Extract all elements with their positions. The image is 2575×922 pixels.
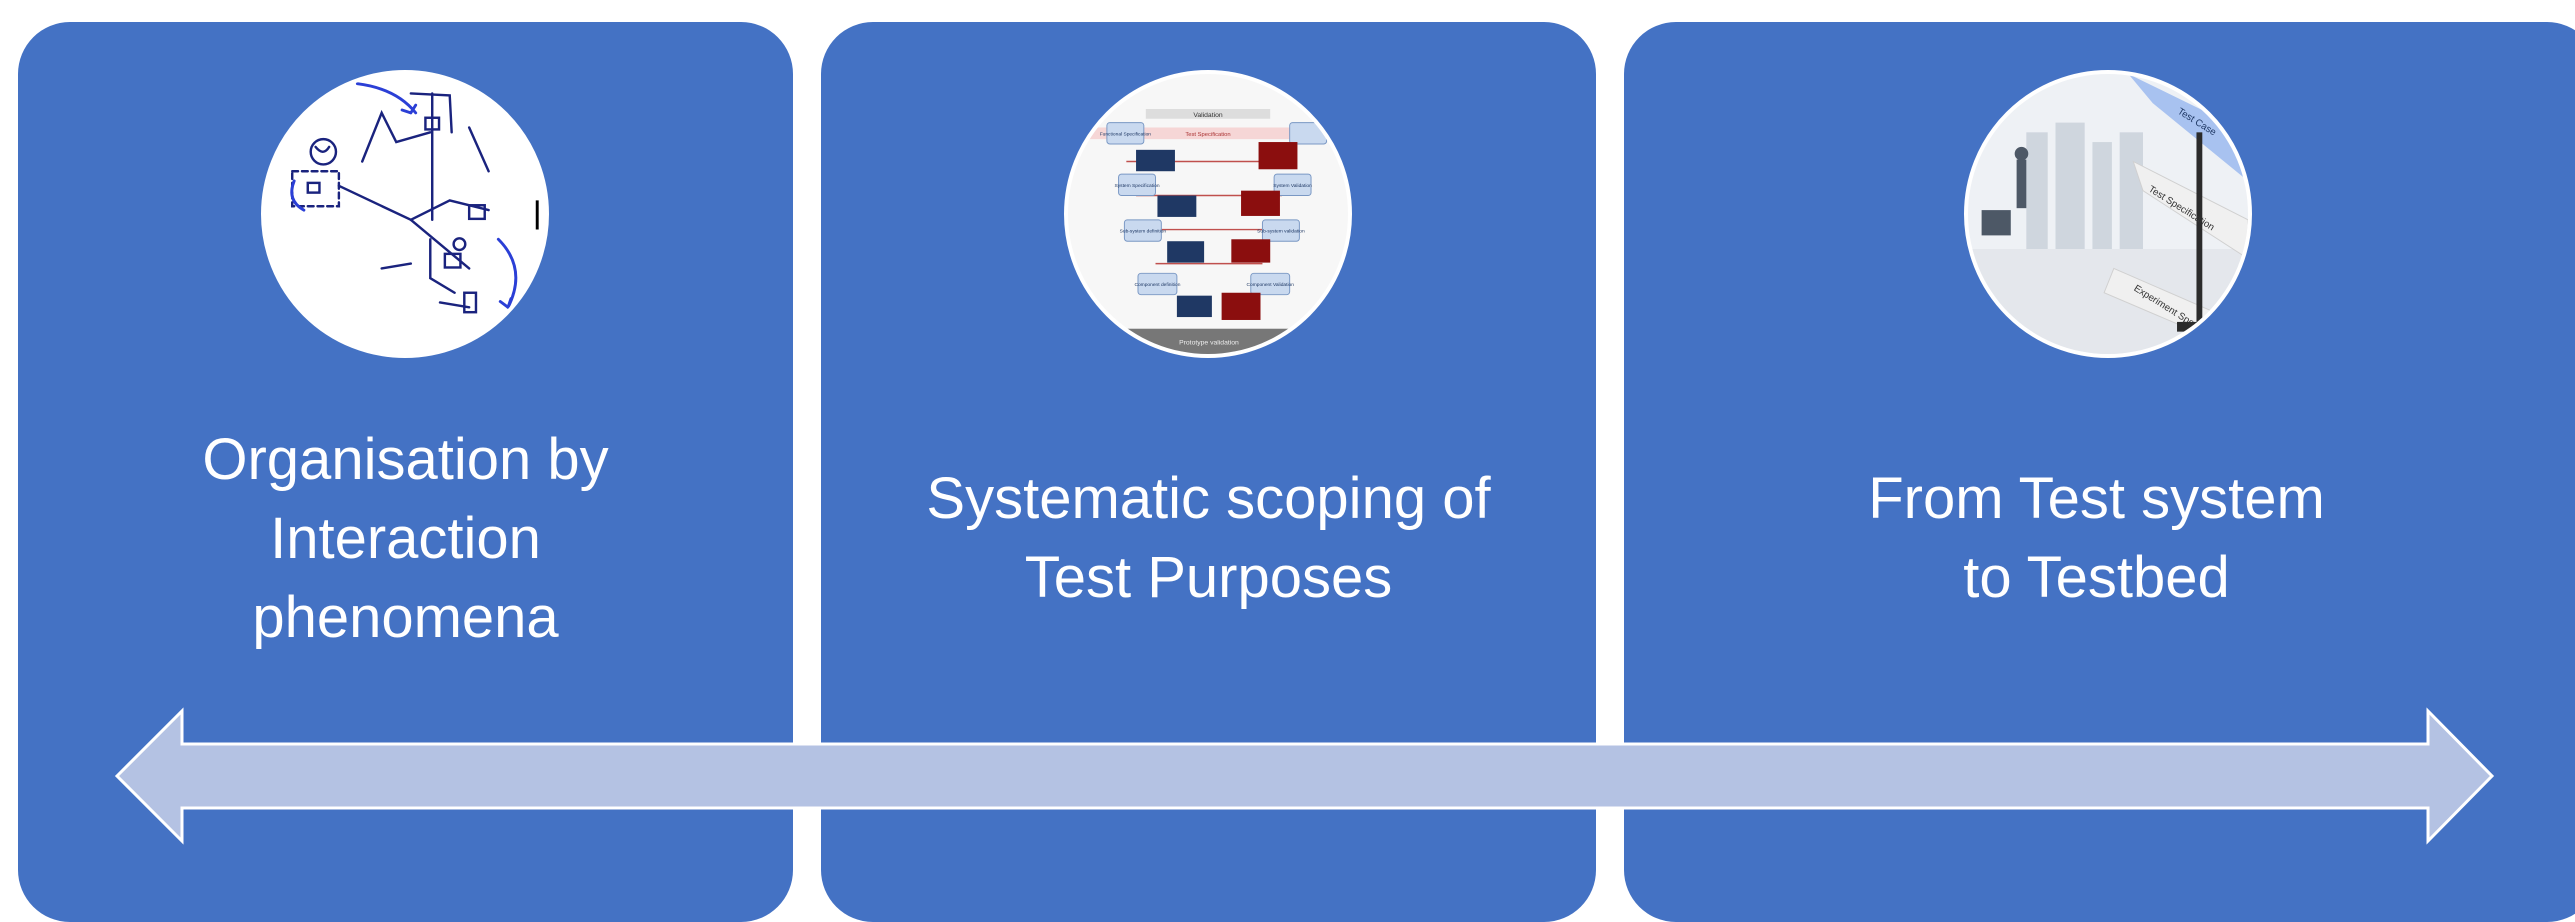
testbed-drawing: Test Case Test Specification Experiment … [1968, 74, 2248, 354]
caption-testbed: From Test system to Testbed [1624, 459, 2569, 617]
thumb-label: Component Validation [1246, 282, 1294, 288]
caption-line: to Testbed [1963, 545, 2230, 610]
thumb-label: Sub-system validation [1257, 228, 1305, 234]
caption-line: Organisation by [202, 427, 609, 492]
sketch-drawing [265, 74, 545, 354]
thumb-label: Component definition [1134, 282, 1180, 288]
caption-line: Test Purposes [1024, 545, 1393, 610]
thumb-label: System Specification [1114, 183, 1159, 189]
caption-line: Systematic scoping of [926, 466, 1491, 531]
caption-interaction-phenomena: Organisation by Interaction phenomena [18, 420, 793, 657]
thumb-label: Functional Specification [1100, 131, 1152, 137]
v-model-drawing: Validation Test Specification Functional… [1068, 74, 1348, 354]
thumb-label: Sub-system definition [1120, 228, 1167, 234]
thumb-label: System Validation [1273, 183, 1312, 189]
thumb-label: Validation [1193, 112, 1223, 119]
caption-line: phenomena [252, 585, 559, 650]
thumb-label: Test Specification [1185, 132, 1230, 138]
caption-test-purposes: Systematic scoping of Test Purposes [821, 459, 1596, 617]
caption-line: From Test system [1868, 466, 2325, 531]
interaction-sketch-image [261, 70, 549, 358]
panel-testbed: Test Case Test Specification Experiment … [1624, 22, 2575, 922]
thumb-label: Prototype validation [1179, 339, 1239, 346]
testbed-photo-image: Test Case Test Specification Experiment … [1964, 70, 2252, 358]
panel-interaction-phenomena: Organisation by Interaction phenomena [18, 22, 793, 922]
caption-line: Interaction [270, 506, 541, 571]
panel-test-purposes: Validation Test Specification Functional… [821, 22, 1596, 922]
v-model-diagram-image: Validation Test Specification Functional… [1064, 70, 1352, 358]
